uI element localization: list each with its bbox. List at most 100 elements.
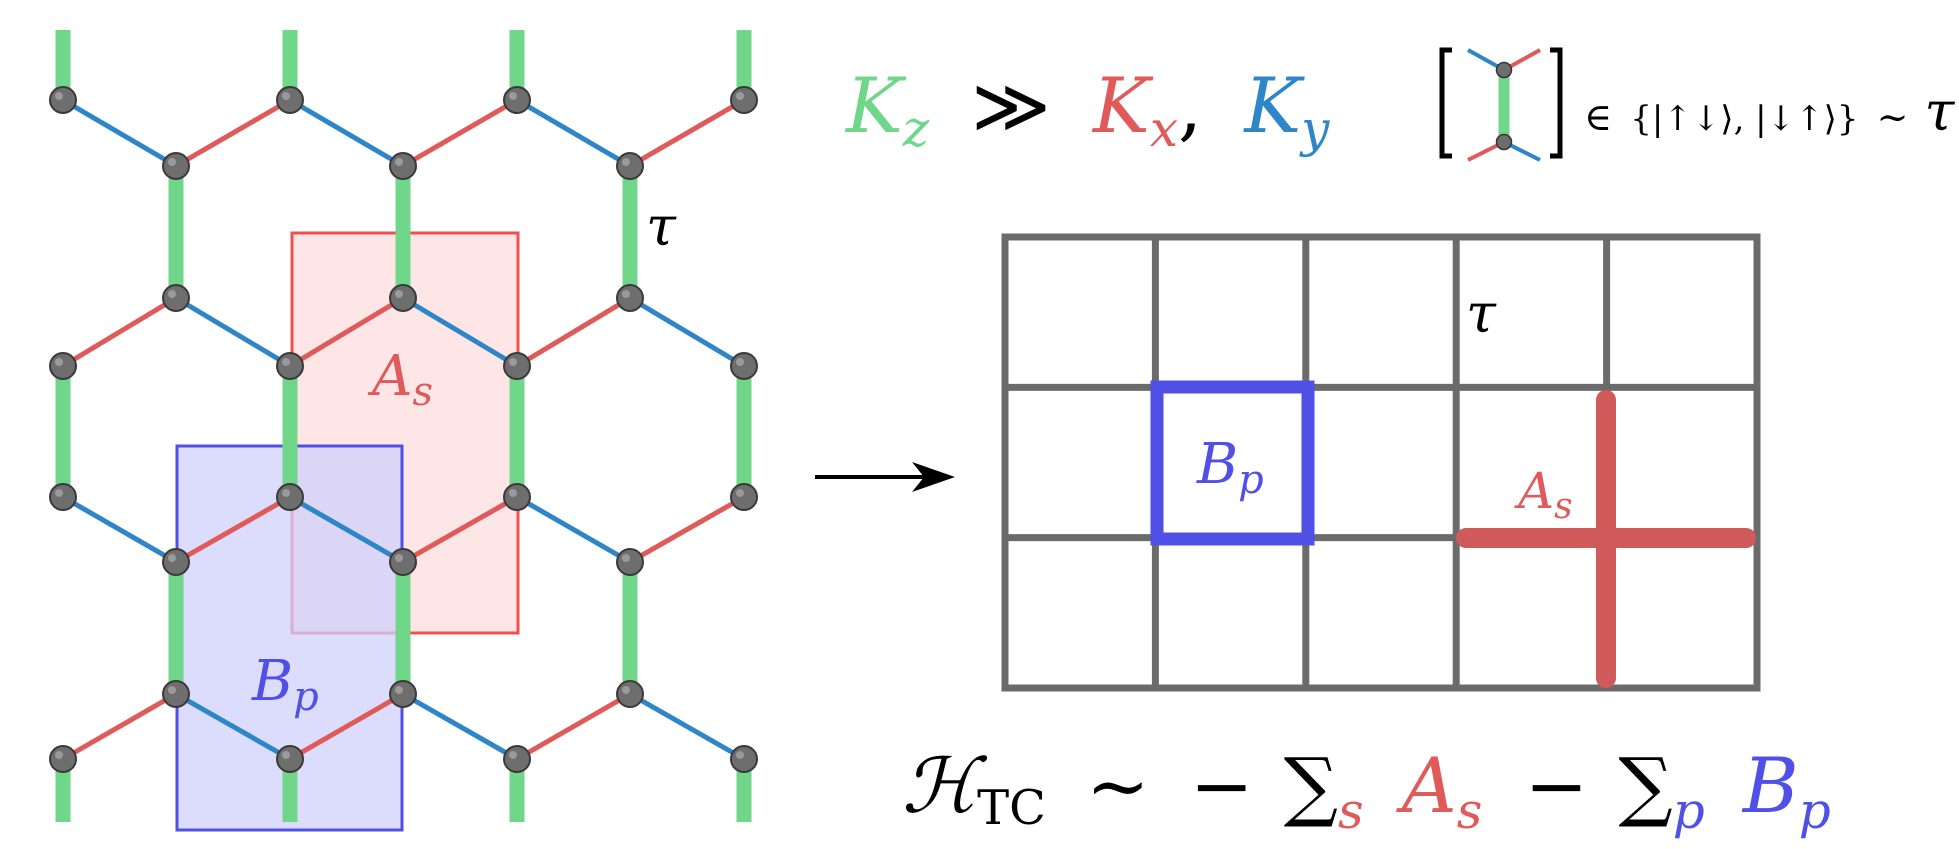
kx-sub: x [1150, 100, 1178, 158]
bond-kx [61, 295, 178, 369]
toric-as-label: As [1514, 462, 1573, 527]
bond-kx [401, 494, 519, 565]
lattice-site-highlight [395, 158, 403, 166]
lattice-site [162, 548, 190, 576]
kx-main: K [1091, 61, 1154, 150]
bond-kx [628, 494, 746, 565]
hamiltonian-symbol: ℋ [902, 741, 988, 830]
term-bp-sub: p [1799, 782, 1831, 840]
lattice-site [503, 86, 531, 114]
toric-tau-label: τ [1466, 282, 1497, 345]
lattice-site [616, 152, 644, 180]
toric-code-lattice: τ Bp As [1001, 233, 1761, 692]
bond-kx [174, 97, 292, 169]
bond-kx [288, 295, 405, 369]
lattice-site [730, 352, 758, 380]
lattice-site [730, 86, 758, 114]
toric-bp-label: Bp [1196, 432, 1264, 503]
lattice-site-highlight [622, 290, 630, 298]
sum-2: ∑ [1618, 741, 1672, 830]
lattice-site-highlight [168, 686, 176, 694]
lattice-site-highlight [55, 92, 63, 100]
lattice-site-highlight [395, 686, 403, 694]
lattice-site [616, 548, 644, 576]
bp-main: B [1196, 432, 1238, 497]
dimer-site-bottom [1495, 133, 1513, 151]
dimer-legend-formula: ∈ {|↑↓⟩, |↓↑⟩} ~ τ [1584, 80, 1956, 143]
spin-basis-set: {|↑↓⟩, |↓↑⟩} [1630, 99, 1858, 139]
bond-kx [61, 691, 178, 762]
lattice-site-highlight [622, 158, 630, 166]
lattice-site-highlight [55, 751, 63, 759]
bond-ky [174, 295, 292, 369]
bond-kx [174, 494, 292, 565]
dimer-site-top [1495, 61, 1513, 79]
lattice-site-highlight [395, 554, 403, 562]
honeycomb-lattice: τ As Bp [49, 30, 758, 832]
bond-kx [515, 691, 632, 762]
sim-symbol: ~ [1877, 95, 1909, 139]
bp-sub: p [1238, 457, 1264, 503]
ky-main: K [1242, 61, 1305, 150]
lattice-site [389, 680, 417, 708]
lattice-site [162, 284, 190, 312]
lattice-site-highlight [736, 358, 744, 366]
lattice-site-highlight [55, 489, 63, 497]
as-main: A [1514, 462, 1554, 520]
term-bp-main: B [1741, 741, 1799, 830]
lattice-site-highlight [282, 489, 290, 497]
dimer-legend: ∈ {|↑↓⟩, |↓↑⟩} ~ τ [1439, 47, 1956, 162]
bond-ky [515, 97, 632, 169]
kz-main: K [844, 61, 907, 150]
lattice-site [389, 152, 417, 180]
bond-ky [628, 691, 746, 762]
lattice-site-highlight [509, 358, 517, 366]
ky-sub: y [1299, 100, 1330, 158]
arrow-head [912, 462, 955, 492]
lattice-site-highlight [282, 751, 290, 759]
bond-kx [401, 97, 519, 169]
left-bracket [1439, 47, 1452, 159]
much-greater-symbol: ≫ [971, 61, 1051, 150]
bond-ky [515, 494, 632, 565]
bp-main: B [251, 649, 293, 714]
minus-2: − [1525, 741, 1589, 830]
sum-2-index: p [1673, 782, 1705, 840]
dimer-tau: τ [1925, 80, 1956, 143]
as-sub: s [1554, 486, 1572, 527]
lattice-site [730, 483, 758, 511]
sum-1: ∑ [1284, 741, 1338, 830]
sim-symbol: ~ [1086, 741, 1150, 830]
lattice-site-highlight [395, 290, 403, 298]
bond-ky [61, 494, 178, 565]
lattice-site [616, 284, 644, 312]
lattice-site-highlight [282, 92, 290, 100]
bond-ky [401, 691, 519, 762]
honeycomb-tau-label: τ [646, 195, 677, 258]
lattice-site-highlight [736, 751, 744, 759]
term-as-main: A [1396, 741, 1457, 830]
minus-1: − [1190, 741, 1254, 830]
lattice-site-highlight [168, 290, 176, 298]
lattice-site [616, 680, 644, 708]
honeycomb-sites [49, 86, 758, 773]
toric-code-hamiltonian: ℋTC ~ − ∑s As − ∑p Bp [902, 741, 1831, 844]
lattice-site-highlight [55, 358, 63, 366]
term-as-sub: s [1457, 782, 1483, 840]
lattice-site-highlight [622, 686, 630, 694]
kz-sub: z [902, 100, 930, 158]
bond-kx [628, 97, 746, 169]
lattice-site-highlight [509, 751, 517, 759]
lattice-site-highlight [509, 489, 517, 497]
sum-1-index: s [1338, 782, 1364, 840]
lattice-site-highlight [282, 358, 290, 366]
lattice-site [503, 483, 531, 511]
lattice-site [503, 745, 531, 773]
lattice-site [162, 680, 190, 708]
lattice-site [503, 352, 531, 380]
bond-kx [515, 295, 632, 369]
lattice-site [730, 745, 758, 773]
bond-kx [288, 691, 405, 762]
lattice-site [276, 483, 304, 511]
element-of-symbol: ∈ [1584, 95, 1612, 139]
